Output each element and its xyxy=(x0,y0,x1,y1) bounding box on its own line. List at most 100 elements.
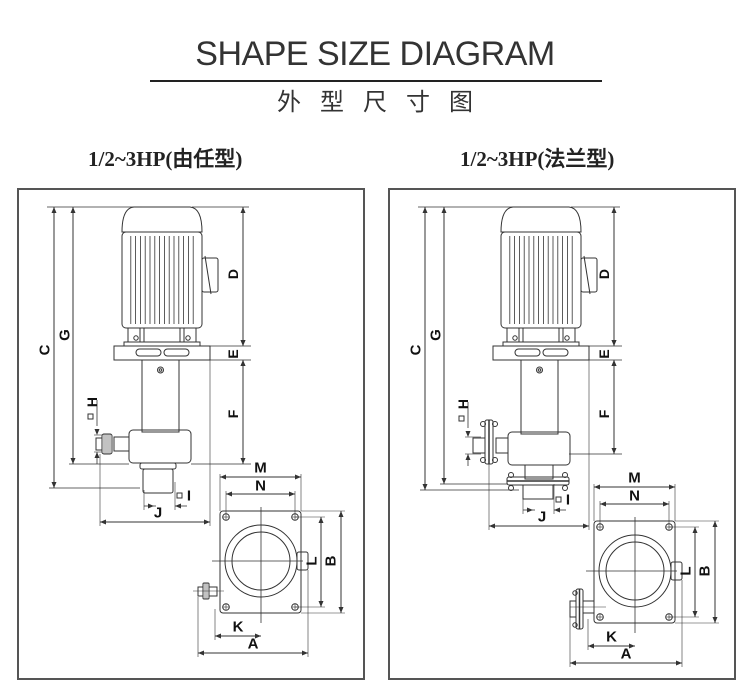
terminal-box-plan xyxy=(670,561,683,581)
motor-bracket-right xyxy=(183,327,197,343)
suction-pipe xyxy=(142,468,174,494)
mount-plate-top xyxy=(123,341,201,347)
motor-body xyxy=(121,231,203,329)
flange-bolt-icon xyxy=(572,590,578,596)
pump-casing xyxy=(507,431,571,466)
flange-bolt-icon xyxy=(492,457,498,463)
mount-plate-top xyxy=(502,341,580,347)
terminal-box-plan xyxy=(296,551,309,571)
dimension-k-arrow xyxy=(255,633,261,639)
dimension-label-i: I xyxy=(187,488,191,505)
base-plate-plan xyxy=(219,510,302,614)
dimension-f-arrow xyxy=(240,360,246,366)
dimension-c-arrow xyxy=(422,207,428,213)
dimension-label-g: G xyxy=(57,329,74,341)
terminal-box-cable xyxy=(204,255,212,295)
nameplate-mark-icon xyxy=(537,368,542,372)
bolt-icon xyxy=(564,335,570,341)
union-end xyxy=(95,437,103,451)
mount-slot xyxy=(514,348,541,357)
nameplate-mark-icon xyxy=(157,366,164,374)
dimension-h-arrow xyxy=(94,429,100,435)
dimension-n-arrow xyxy=(289,491,295,497)
mount-slot xyxy=(163,348,190,357)
bolt-icon xyxy=(133,335,139,341)
dimension-label-e: E xyxy=(596,349,612,358)
title-divider xyxy=(150,80,602,82)
terminal-box xyxy=(201,257,219,293)
dimension-e-arrow xyxy=(611,340,617,346)
dimension-c-arrow xyxy=(51,207,57,213)
dimension-k-arrow xyxy=(588,643,594,649)
terminal-box-cable xyxy=(583,255,591,295)
dimension-j-arrow xyxy=(204,519,210,525)
union-nut xyxy=(101,433,113,455)
dimension-m-arrow xyxy=(220,474,226,480)
dimension-g-arrow xyxy=(70,207,76,213)
dimension-label-b: B xyxy=(697,565,714,576)
dimension-c-arrow xyxy=(422,484,428,490)
motor-bracket-left xyxy=(127,327,141,343)
mount-slot xyxy=(542,348,569,357)
nameplate-mark-icon xyxy=(536,366,543,374)
dimension-label-d: D xyxy=(225,269,241,279)
dimension-c-arrow xyxy=(51,482,57,488)
pump-casing xyxy=(128,429,192,464)
dimension-e-arrow xyxy=(240,340,246,346)
dimension-l-arrow xyxy=(318,601,324,607)
motor-bracket-right xyxy=(562,327,576,343)
dimension-label-f: F xyxy=(225,409,241,418)
dimension-label-l: L xyxy=(304,556,321,565)
dimension-m-arrow xyxy=(594,484,600,490)
dimension-a-arrow xyxy=(302,650,308,656)
mounting-plate xyxy=(113,345,211,361)
diagram-title-union: 1/2~3HP(由任型) xyxy=(88,147,243,171)
diagram-title-flange: 1/2~3HP(法兰型) xyxy=(460,147,615,171)
dimension-k-arrow xyxy=(215,633,221,639)
motor-fan-cover xyxy=(500,206,582,233)
flange-bolt-icon xyxy=(572,622,578,628)
flange-bolt-icon xyxy=(480,457,486,463)
dimension-label-m: M xyxy=(628,470,641,487)
flange-bolt-icon xyxy=(508,485,514,491)
dimension-m-arrow xyxy=(669,484,675,490)
square-symbol-i xyxy=(555,496,562,503)
suction-pipe xyxy=(522,484,554,500)
dimension-j-arrow xyxy=(100,519,106,525)
dimension-b-arrow xyxy=(338,607,344,613)
motor-body xyxy=(500,231,582,329)
dimension-b-arrow xyxy=(712,617,718,623)
dimension-f-arrow xyxy=(611,448,617,454)
dimension-n-arrow xyxy=(600,501,606,507)
dimension-n-arrow xyxy=(226,491,232,497)
dimension-label-c: C xyxy=(37,344,54,355)
suction-ring xyxy=(139,462,177,470)
dimension-j-arrow xyxy=(583,523,589,529)
dimension-a-arrow xyxy=(198,650,204,656)
flange-bolt-icon xyxy=(508,472,514,478)
flange-bolt-icon xyxy=(562,485,568,491)
dimension-l-arrow xyxy=(692,527,698,533)
union-end-plan xyxy=(197,586,204,597)
suction-neck xyxy=(524,464,554,480)
dimension-label-j: J xyxy=(154,505,162,522)
square-symbol-h xyxy=(458,415,465,422)
bolt-icon xyxy=(512,335,518,341)
dimension-label-e: E xyxy=(225,349,241,358)
bolt-icon xyxy=(185,335,191,341)
outlet-pipe xyxy=(495,437,509,454)
dimension-label-c: C xyxy=(408,344,425,355)
dimension-label-h: H xyxy=(84,397,100,407)
dimension-h-arrow xyxy=(465,431,471,437)
outlet-pipe xyxy=(113,436,130,452)
dimension-a-arrow xyxy=(570,660,576,666)
dimension-m-arrow xyxy=(295,474,301,480)
dimension-label-f: F xyxy=(596,409,612,418)
mounting-plate xyxy=(492,345,590,361)
dimension-a-arrow xyxy=(676,660,682,666)
pump-column xyxy=(141,359,180,433)
